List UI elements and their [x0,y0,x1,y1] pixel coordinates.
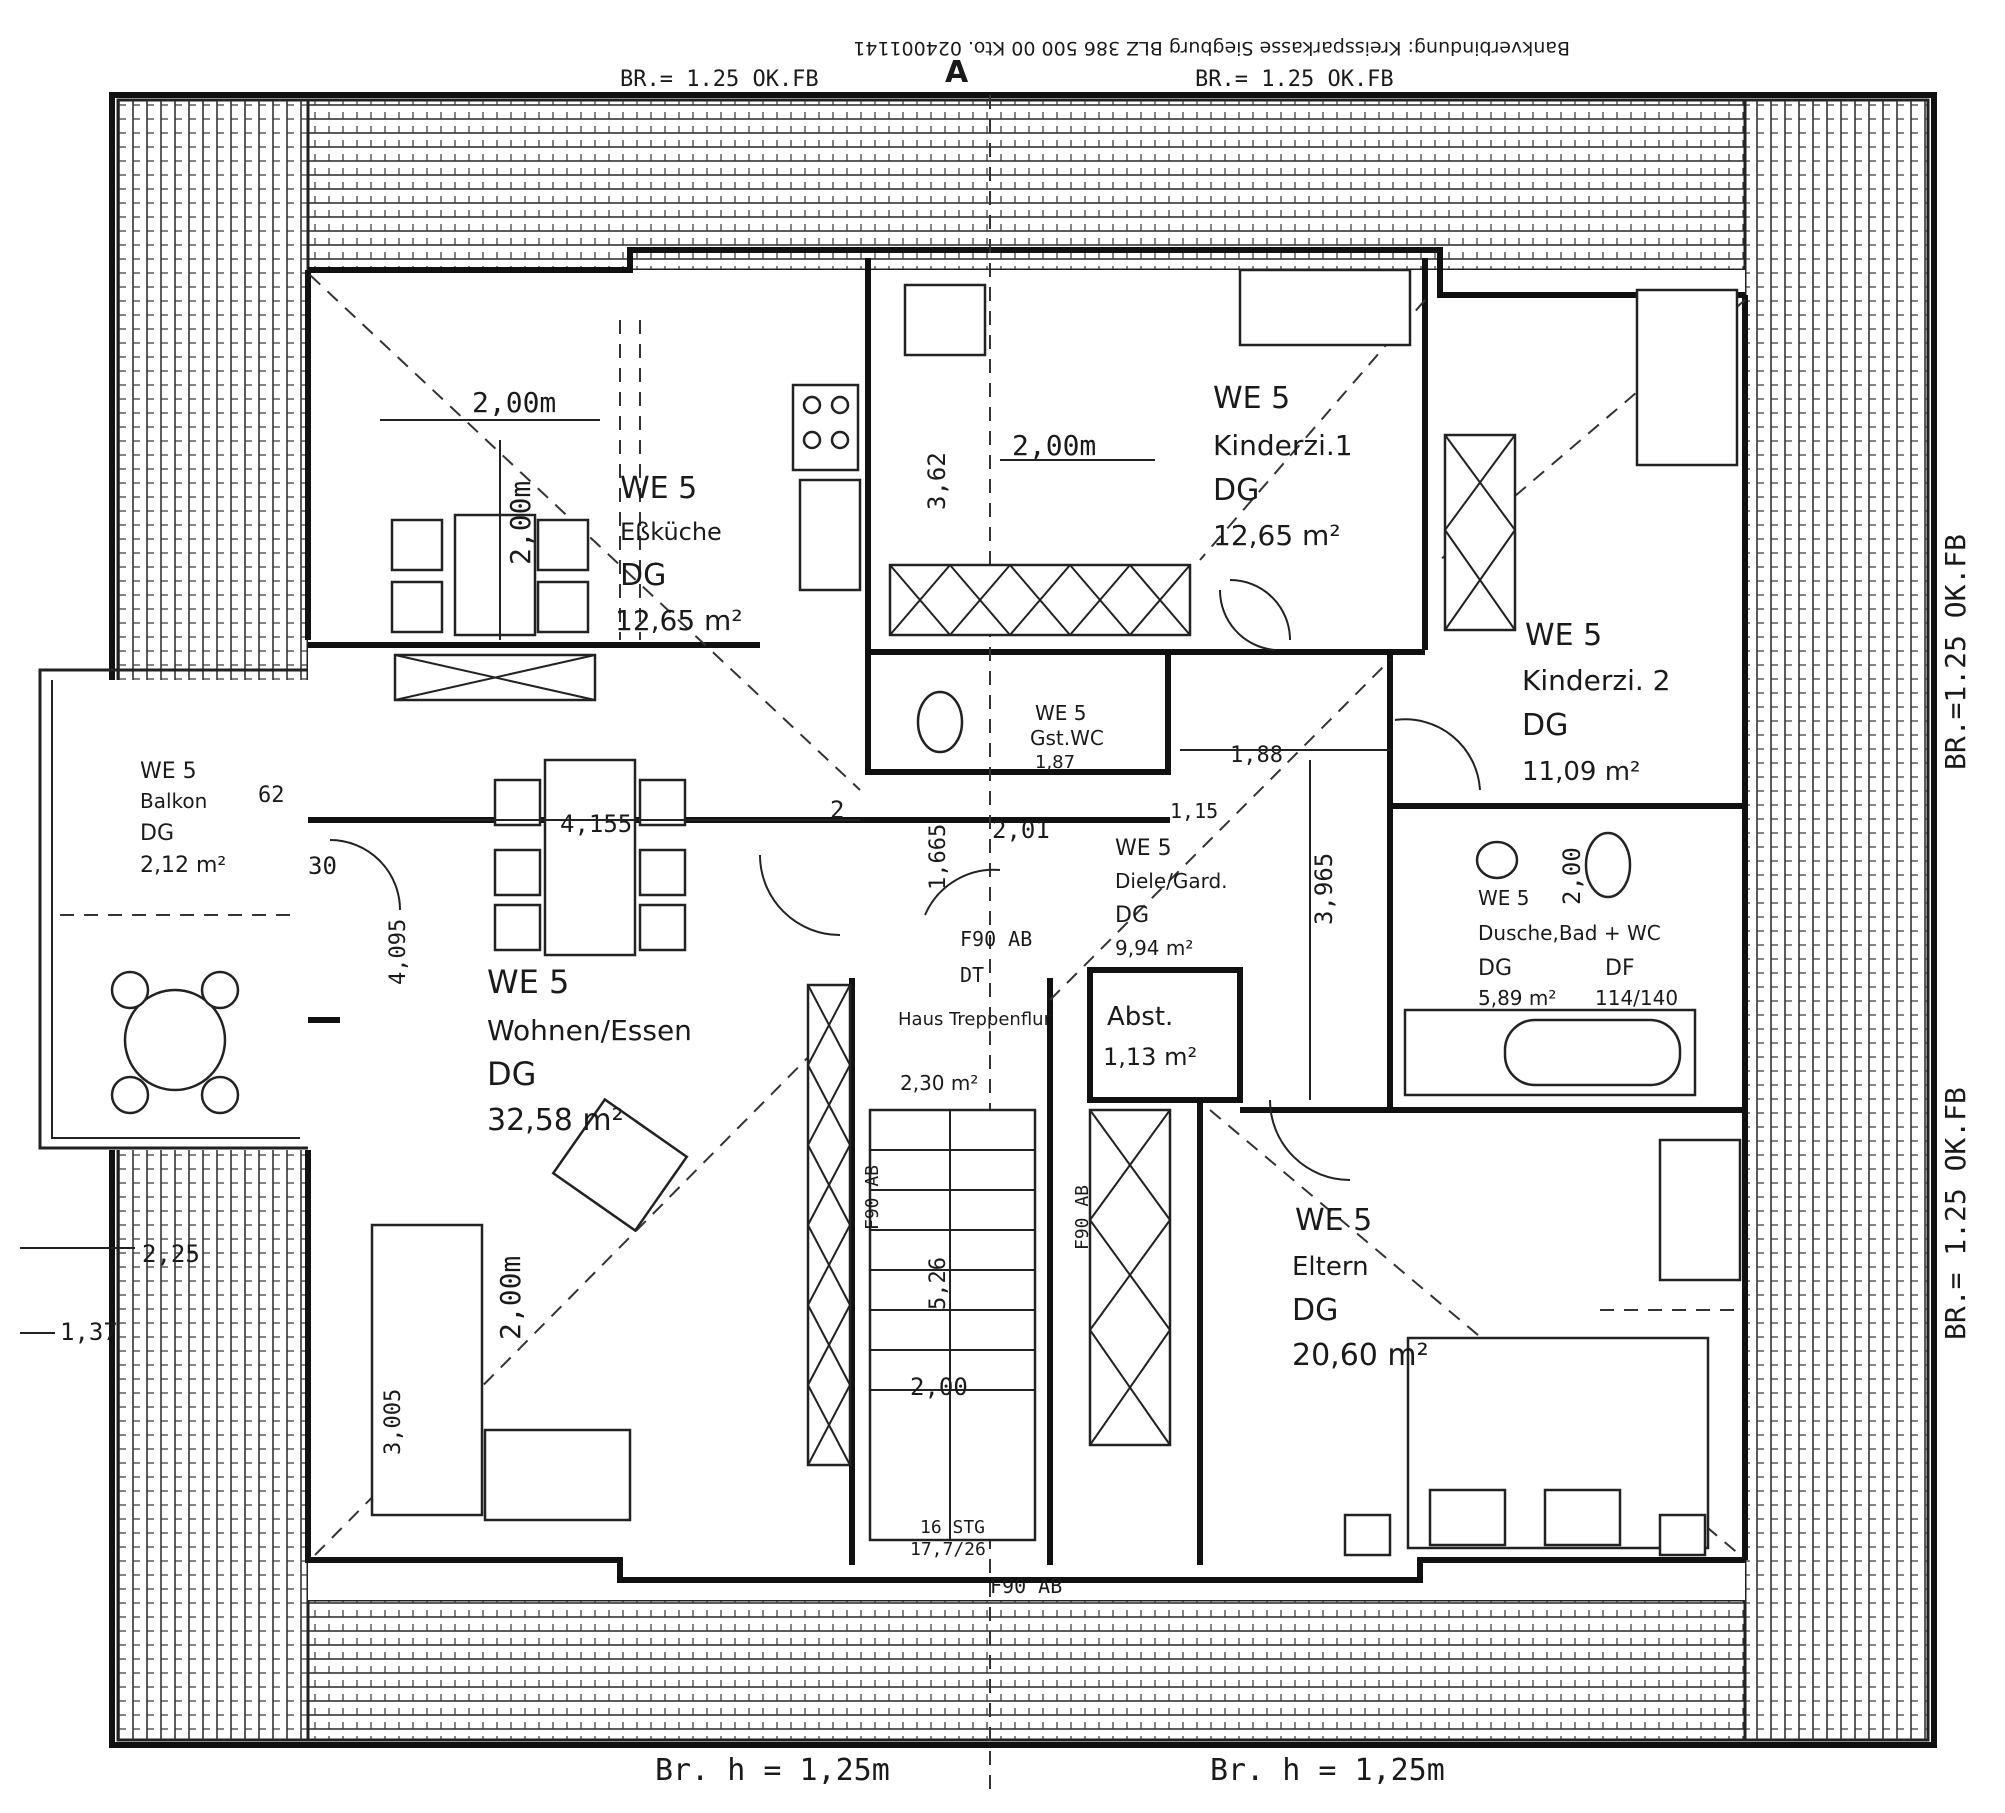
room-treppe: Haus Treppenflur 2,30 m² [898,1009,1052,1095]
bottom-left-note: Br. h = 1,25m [655,1753,890,1788]
room-unit: WE 5 [620,471,697,506]
dim-label: 30 [308,852,337,880]
room-name: Eltern [1292,1252,1369,1282]
room-area: 2,30 m² [900,1071,978,1095]
dim-label: 1,15 [1170,799,1218,823]
dim-label: 1,665 [926,824,951,890]
dim-label: 2,00m [494,1256,527,1340]
room-level: DG [1478,956,1512,981]
furniture [110,268,1742,1557]
roof-window-size: 114/140 [1595,986,1678,1010]
room-level: DG [140,821,174,846]
top-left-note: BR.= 1.25 OK.FB [620,67,819,92]
room-level: DG [620,558,666,593]
room-name: Kinderzi.1 [1213,429,1353,462]
room-area: 5,89 m² [1478,986,1556,1010]
dimension-lines [380,419,1390,1100]
room-area: 1,13 m² [1103,1043,1197,1071]
dim-label: 1,88 [1230,743,1283,768]
doors [329,579,1481,1181]
room-area: 20,60 m² [1292,1338,1429,1373]
section-mark: A [945,55,969,90]
room-wc: WE 5 Gst.WC 1,87 [1030,701,1104,773]
dim-label: 2,00 [910,1373,968,1401]
dim-label: F90 AB [1072,1185,1093,1250]
room-name: Wohnen/Essen [487,1014,692,1047]
room-level: DG [1115,903,1149,928]
room-area: 32,58 m² [487,1103,624,1138]
room-level: DG [1292,1293,1338,1328]
room-name: Balkon [140,789,207,813]
dim-label: 62 [258,783,285,808]
dim-label: 3,62 [923,452,951,510]
room-area: 2,12 m² [140,853,226,878]
dim-label: DT [960,963,984,987]
room-balkon: WE 5 Balkon DG 2,12 m² [140,759,226,878]
dim-label: 5,26 [926,1257,951,1310]
dim-label: 2,01 [992,816,1050,844]
dim-label: F90 AB [862,1165,883,1230]
room-diele: WE 5 Diele/Gard. DG 9,94 m² [1115,836,1228,960]
room-unit: WE 5 [1035,701,1087,725]
right-lower-note: BR.= 1.25 OK.FB [1939,1087,1972,1340]
bottom-right-note: Br. h = 1,25m [1210,1753,1445,1788]
room-kueche: WE 5 Eßküche DG 12,65 m² [615,471,743,637]
dim-label: 2,00 [1558,847,1586,905]
dim-label: F90 AB [990,1574,1062,1598]
dimensions: 2,00m 2,00m 2,00m 2,00m 2,00 3,62 1,88 4… [258,386,1586,1598]
room-area: 1,87 [1035,752,1075,773]
room-name: Kinderzi. 2 [1522,664,1671,697]
room-unit: WE 5 [140,759,197,784]
dim-label: 3,005 [381,1389,406,1455]
room-area: 11,09 m² [1522,757,1640,787]
room-name: Eßküche [620,518,722,546]
dim-label: 17,7/26 [910,1539,986,1560]
room-name: Diele/Gard. [1115,869,1228,893]
roof-window-label: DF [1605,956,1635,981]
dim-label: 16 STG [920,1517,985,1538]
room-area: 12,65 m² [615,604,743,637]
dim-label: 4,155 [560,810,632,838]
dim-label: 2,00m [472,386,556,419]
room-level: DG [487,1055,536,1093]
room-unit: WE 5 [1478,886,1530,910]
dim-label: 3,965 [1310,853,1338,925]
right-upper-note: BR.=1.25 OK.FB [1939,534,1972,770]
dim-label: F90 AB [960,927,1032,951]
bank-details-text: Bankverbindung: Kreissparkasse Siegburg … [853,37,1570,59]
dim-label: 2 [830,796,844,824]
room-level: DG [1213,473,1259,508]
room-eltern: WE 5 Eltern DG 20,60 m² [1292,1203,1429,1373]
room-name: Haus Treppenflur [898,1009,1052,1030]
room-name: Gst.WC [1030,726,1104,750]
dim-label: 2,00m [504,481,537,565]
room-abst: Abst. 1,13 m² [1103,1002,1197,1071]
top-right-note: BR.= 1.25 OK.FB [1195,67,1394,92]
room-name: Abst. [1107,1002,1173,1032]
room-area: 12,65 m² [1213,519,1341,552]
room-kind1: WE 5 Kinderzi.1 DG 12,65 m² [1213,381,1353,552]
room-unit: WE 5 [487,963,569,1001]
room-unit: WE 5 [1115,836,1172,861]
left-dim-2: 1,37 [60,1318,118,1346]
walls [38,247,1748,1583]
room-wohnen: WE 5 Wohnen/Essen DG 32,58 m² [487,963,692,1138]
room-bad: WE 5 Dusche,Bad + WC DG 5,89 m² DF 114/1… [1478,886,1678,1010]
room-name: Dusche,Bad + WC [1478,921,1661,945]
room-unit: WE 5 [1525,618,1602,653]
room-kind2: WE 5 Kinderzi. 2 DG 11,09 m² [1522,618,1671,787]
room-area: 9,94 m² [1115,936,1193,960]
room-unit: WE 5 [1295,1203,1372,1238]
dim-label: 4,095 [386,919,411,985]
room-unit: WE 5 [1213,381,1290,416]
left-dim-1: 2,25 [142,1240,200,1268]
dim-label: 2,00m [1012,429,1096,462]
room-level: DG [1522,708,1568,743]
